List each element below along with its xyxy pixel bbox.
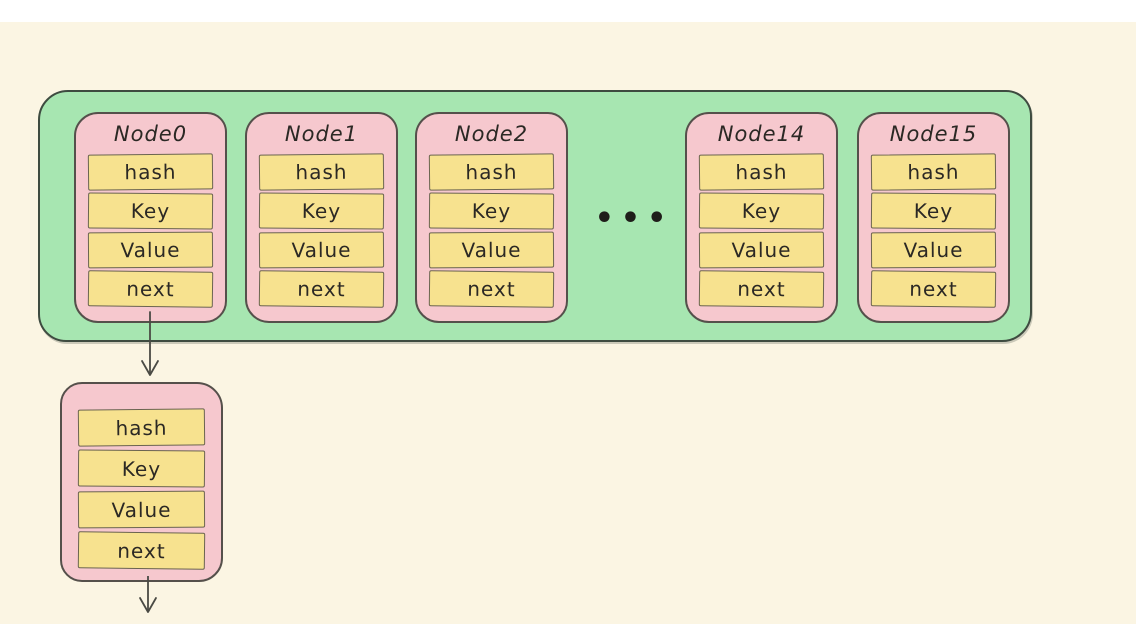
bucket-node-15: Node15 hash Key Value next — [857, 112, 1010, 323]
node-fields: hash Key Value next — [417, 153, 566, 308]
node-title: Node1 — [284, 122, 359, 146]
node-title: Node0 — [113, 122, 188, 146]
node-fields: hash Key Value next — [859, 153, 1008, 308]
node-title: Node14 — [717, 122, 806, 146]
node-fields: hash Key Value next — [687, 153, 836, 308]
node-fields: hash Key Value next — [76, 153, 225, 308]
field-key: Key — [870, 192, 997, 230]
bucket-array-container: Node0 hash Key Value next Node1 hash Key… — [38, 90, 1032, 342]
next-pointer-arrow-down-icon — [139, 576, 157, 613]
field-value: Value — [258, 231, 385, 269]
next-pointer-arrow-down-icon — [141, 311, 159, 376]
field-value: Value — [698, 231, 825, 269]
field-value: Value — [77, 490, 206, 529]
field-hash: hash — [698, 153, 825, 191]
node-title: Node15 — [889, 122, 978, 146]
top-strip — [0, 0, 1136, 22]
field-value: Value — [870, 231, 997, 269]
bucket-node-1: Node1 hash Key Value next — [245, 112, 398, 323]
field-key: Key — [87, 192, 214, 230]
bucket-node-14: Node14 hash Key Value next — [685, 112, 838, 323]
node-title: Node2 — [454, 122, 529, 146]
field-hash: hash — [870, 153, 997, 191]
ellipsis: ••• — [594, 200, 674, 236]
field-next: next — [428, 270, 555, 308]
field-hash: hash — [428, 153, 555, 191]
field-next: next — [77, 531, 206, 570]
field-next: next — [87, 270, 214, 308]
bucket-node-0: Node0 hash Key Value next — [74, 112, 227, 323]
field-next: next — [870, 270, 997, 308]
field-hash: hash — [258, 153, 385, 191]
field-next: next — [258, 270, 385, 308]
field-key: Key — [428, 192, 555, 230]
field-hash: hash — [87, 153, 214, 191]
field-key: Key — [77, 449, 206, 488]
field-hash: hash — [77, 408, 206, 447]
field-key: Key — [258, 192, 385, 230]
node-fields: hash Key Value next — [247, 153, 396, 308]
chained-node: hash Key Value next — [60, 382, 223, 582]
field-value: Value — [428, 231, 555, 269]
field-value: Value — [87, 231, 214, 269]
field-key: Key — [698, 192, 825, 230]
node-fields: hash Key Value next — [62, 384, 221, 570]
field-next: next — [698, 270, 825, 308]
bucket-node-2: Node2 hash Key Value next — [415, 112, 568, 323]
